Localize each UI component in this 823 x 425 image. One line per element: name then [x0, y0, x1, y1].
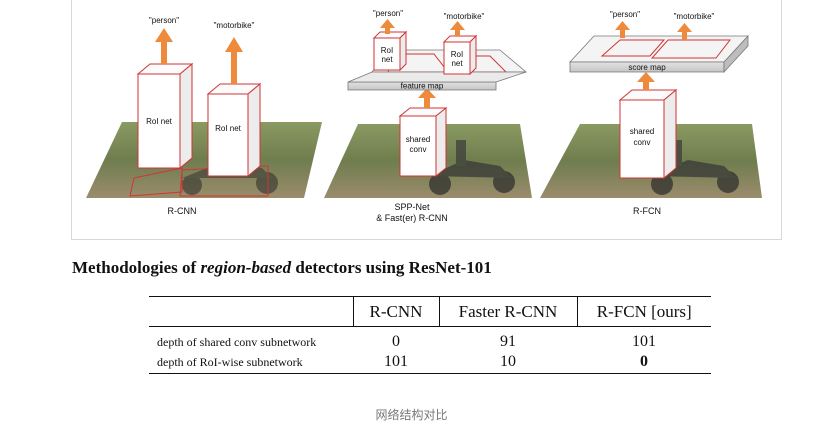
- table-header-blank: [149, 296, 353, 327]
- rcnn-roi-label-2: RoI net: [215, 124, 242, 133]
- architecture-figure: RoI net RoI net "person" "motorbike": [71, 0, 782, 240]
- table-title-italic: region-based: [200, 258, 292, 277]
- rfcn-score-map: score map: [569, 34, 749, 74]
- table-header-faster-rcnn: Faster R-CNN: [438, 296, 577, 327]
- rcnn-scene-image: [86, 122, 322, 198]
- table-title-part-1: Methodologies of: [72, 258, 201, 277]
- spp-motorbike-silhouette: [428, 140, 515, 195]
- row-label: depth of RoI-wise subnetwork: [149, 351, 353, 374]
- rfcn-score-map-label: score map: [628, 63, 666, 72]
- rcnn-label-motorbike: "motorbike": [214, 21, 255, 30]
- spp-conv-arrow: [418, 88, 436, 108]
- rfcn-conv-arrow: [637, 72, 655, 90]
- table-cell: 10: [439, 351, 577, 374]
- rfcn-shared-label-2: conv: [634, 138, 651, 147]
- rcnn-roi-label-1: RoI net: [146, 117, 173, 126]
- rfcn-caption: R-FCN: [633, 206, 661, 216]
- spp-output-arrows: [380, 19, 465, 36]
- table-cell: 0: [577, 351, 711, 374]
- table-title: Methodologies of region-based detectors …: [72, 258, 492, 278]
- table-cell: 91: [500, 333, 516, 350]
- spp-shared-label-1: shared: [406, 135, 430, 144]
- spp-caption: SPP-Net & Fast(er) R-CNN: [347, 202, 477, 224]
- spp-caption-line-2: & Fast(er) R-CNN: [376, 213, 448, 223]
- spp-roi-box-2: RoI net: [442, 34, 478, 76]
- table-cell: 101: [632, 333, 656, 350]
- rcnn-roi-box-2: RoI net: [206, 82, 262, 178]
- spp-roi-label-1b: net: [381, 55, 393, 64]
- rcnn-panel: RoI net RoI net "person" "motorbike": [86, 16, 322, 198]
- rcnn-caption: R-CNN: [167, 206, 197, 216]
- table-row: depth of shared conv subnetwork 0 91 101: [149, 327, 711, 352]
- spp-feature-map: feature map: [347, 49, 528, 91]
- table-cell: 101: [353, 351, 439, 374]
- row-label: depth of shared conv subnetwork: [157, 334, 317, 349]
- table-row: depth of RoI-wise subnetwork 101 10 0: [149, 351, 711, 374]
- comparison-table: R-CNN Faster R-CNN R-FCN [ours] depth of…: [149, 296, 711, 374]
- table-header-rfcn: R-FCN [ours]: [576, 296, 711, 327]
- rfcn-label-person: "person": [610, 10, 640, 19]
- rcnn-label-person: "person": [149, 16, 179, 25]
- table-header-rcnn: R-CNN: [352, 296, 439, 327]
- rfcn-panel: shared conv score map: [540, 10, 762, 198]
- rfcn-label-motorbike: "motorbike": [674, 12, 715, 21]
- spp-feature-map-label: feature map: [401, 82, 444, 91]
- rfcn-shared-conv-block: shared conv: [618, 88, 678, 180]
- spp-caption-line-1: SPP-Net: [394, 202, 430, 212]
- spp-shared-label-2: conv: [410, 145, 427, 154]
- spp-roi-box-1: RoI net: [372, 30, 408, 72]
- rcnn-output-arrows: [155, 28, 243, 84]
- spp-label-person: "person": [373, 9, 403, 18]
- spp-panel: shared conv feature map RoI: [324, 9, 532, 198]
- spp-roi-label-2b: net: [451, 59, 463, 68]
- table-title-part-2: detectors using ResNet-101: [291, 258, 492, 277]
- spp-roi-label-2a: RoI: [451, 50, 463, 59]
- table-header-row: R-CNN Faster R-CNN R-FCN [ours]: [149, 296, 711, 327]
- architecture-diagram: RoI net RoI net "person" "motorbike": [86, 9, 762, 198]
- footer-caption: 网络结构对比: [375, 408, 448, 422]
- spp-roi-label-1a: RoI: [381, 46, 393, 55]
- rfcn-motorbike-silhouette: [650, 140, 739, 195]
- spp-label-motorbike: "motorbike": [444, 12, 485, 21]
- spp-shared-conv-block: shared conv: [398, 106, 448, 178]
- table-cell: 0: [392, 333, 400, 350]
- rfcn-shared-label-1: shared: [630, 127, 654, 136]
- rcnn-roi-box-1: RoI net: [136, 62, 194, 170]
- rfcn-output-arrows: [615, 21, 692, 40]
